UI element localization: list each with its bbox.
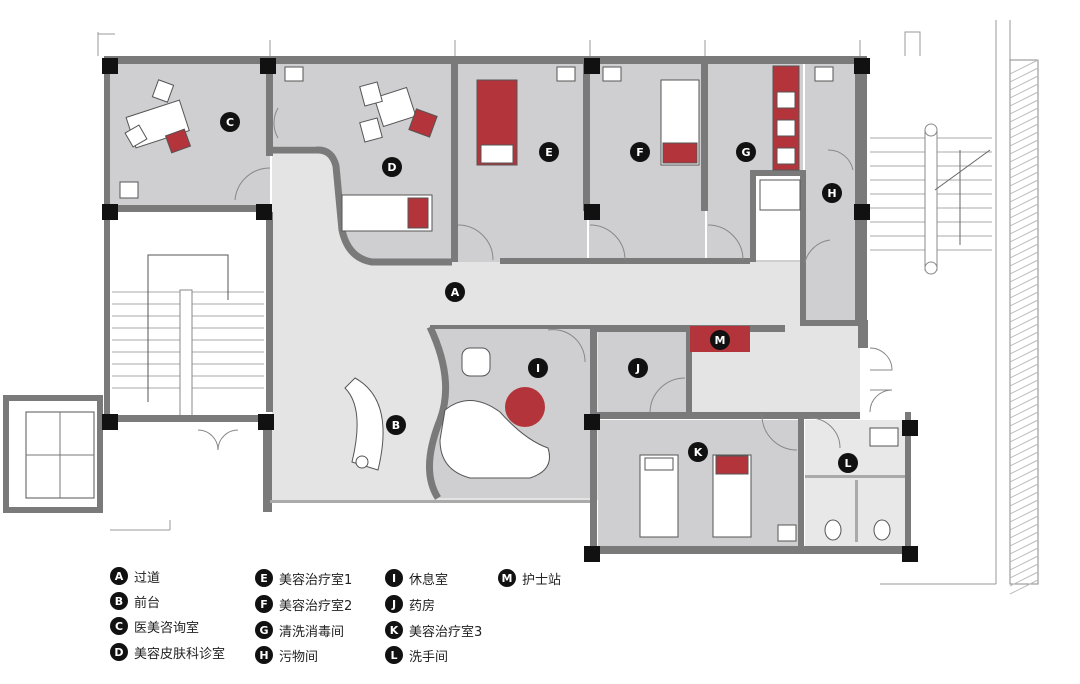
room-badge-letter: E	[545, 146, 553, 159]
legend-item-h: H 污物间	[255, 645, 318, 665]
exterior-wall-hatch	[1009, 59, 1039, 595]
legend-badge-e: E	[255, 569, 273, 587]
room-badge-letter: B	[392, 419, 400, 432]
stair-left-rail	[147, 254, 229, 421]
legend-badge-f: F	[255, 595, 273, 613]
column	[102, 58, 118, 74]
legend-item-d: D 美容皮肤科诊室	[110, 642, 225, 662]
column	[256, 204, 272, 220]
legend-badge-k: K	[385, 621, 403, 639]
column	[584, 414, 600, 430]
room-badge-l: L	[838, 453, 858, 473]
curved-wall-i	[426, 325, 450, 500]
column	[584, 204, 600, 220]
column	[902, 420, 918, 436]
room-k	[598, 420, 798, 546]
room-badge-letter: M	[715, 334, 726, 347]
room-badge-letter: K	[694, 446, 703, 459]
column	[902, 546, 918, 562]
legend-badge-a: A	[110, 567, 128, 585]
legend-item-i: I 休息室	[385, 568, 448, 588]
room-badge-k: K	[688, 442, 708, 462]
legend-item-e: E 美容治疗室1	[255, 568, 352, 588]
legend-badge-h: H	[255, 646, 273, 664]
legend-badge-l: L	[385, 646, 403, 664]
legend-label-a: 过道	[134, 570, 161, 586]
column	[584, 58, 600, 74]
legend-item-f: F 美容治疗室2	[255, 594, 352, 614]
legend-badge-c: C	[110, 617, 128, 635]
room-badge-m: M	[710, 330, 730, 350]
legend-label-g: 清洗消毒间	[279, 624, 345, 640]
legend-label-h: 污物间	[279, 649, 319, 665]
legend-label-j: 药房	[409, 598, 436, 614]
legend-label-i: 休息室	[409, 572, 449, 588]
legend-label-l: 洗手间	[409, 649, 449, 665]
legend-label-k: 美容治疗室3	[409, 624, 483, 640]
room-badge-d: D	[382, 157, 402, 177]
room-badge-g: G	[736, 142, 756, 162]
room-badge-j: J	[628, 358, 648, 378]
legend-badge-m: M	[498, 569, 516, 587]
room-badge-b: B	[386, 415, 406, 435]
room-badge-letter: G	[741, 146, 750, 159]
room-badge-letter: H	[827, 187, 836, 200]
legend-item-l: L 洗手间	[385, 645, 448, 665]
room-badge-i: I	[528, 358, 548, 378]
column	[102, 204, 118, 220]
stair-left-treads	[112, 291, 264, 389]
legend-label-b: 前台	[134, 595, 161, 611]
legend-item-j: J 药房	[385, 594, 435, 614]
room-badge-a: A	[445, 282, 465, 302]
legend-label-f: 美容治疗室2	[279, 598, 353, 614]
structural-columns	[102, 58, 918, 562]
legend-item-k: K 美容治疗室3	[385, 620, 482, 640]
room-badge-f: F	[630, 142, 650, 162]
legend-badge-j: J	[385, 595, 403, 613]
room-badge-letter: J	[635, 362, 640, 375]
room-badge-letter: L	[844, 457, 851, 470]
room-badge-letter: I	[536, 362, 540, 375]
legend-badge-b: B	[110, 592, 128, 610]
room-badge-letter: F	[636, 146, 644, 159]
room-badge-e: E	[539, 142, 559, 162]
room-badge-letter: A	[451, 286, 460, 299]
furniture	[119, 65, 899, 542]
legend-item-m: M 护士站	[498, 568, 561, 588]
stair-right	[870, 123, 992, 275]
legend-item-b: B 前台	[110, 591, 160, 611]
column	[260, 58, 276, 74]
legend-item-c: C 医美咨询室	[110, 616, 199, 636]
legend-label-c: 医美咨询室	[134, 620, 200, 636]
legend-label-e: 美容治疗室1	[279, 572, 353, 588]
legend-label-d: 美容皮肤科诊室	[134, 646, 226, 662]
column	[258, 414, 274, 430]
room-badge-h: H	[822, 183, 842, 203]
legend-badge-g: G	[255, 621, 273, 639]
room-badge-letter: C	[226, 116, 234, 129]
legend-label-m: 护士站	[522, 572, 562, 588]
column	[584, 546, 600, 562]
room-labels: A B C D E F G H I J K L M	[220, 112, 858, 473]
room-badge-letter: D	[387, 161, 396, 174]
column	[102, 414, 118, 430]
walls	[100, 56, 911, 554]
elevator	[3, 395, 103, 513]
door-swings	[197, 107, 893, 451]
column	[854, 58, 870, 74]
legend-item-g: G 清洗消毒间	[255, 620, 344, 640]
column	[854, 204, 870, 220]
room-badge-c: C	[220, 112, 240, 132]
legend-badge-d: D	[110, 643, 128, 661]
legend-badge-i: I	[385, 569, 403, 587]
legend-item-a: A 过道	[110, 566, 160, 586]
curved-wall-d	[272, 146, 452, 266]
